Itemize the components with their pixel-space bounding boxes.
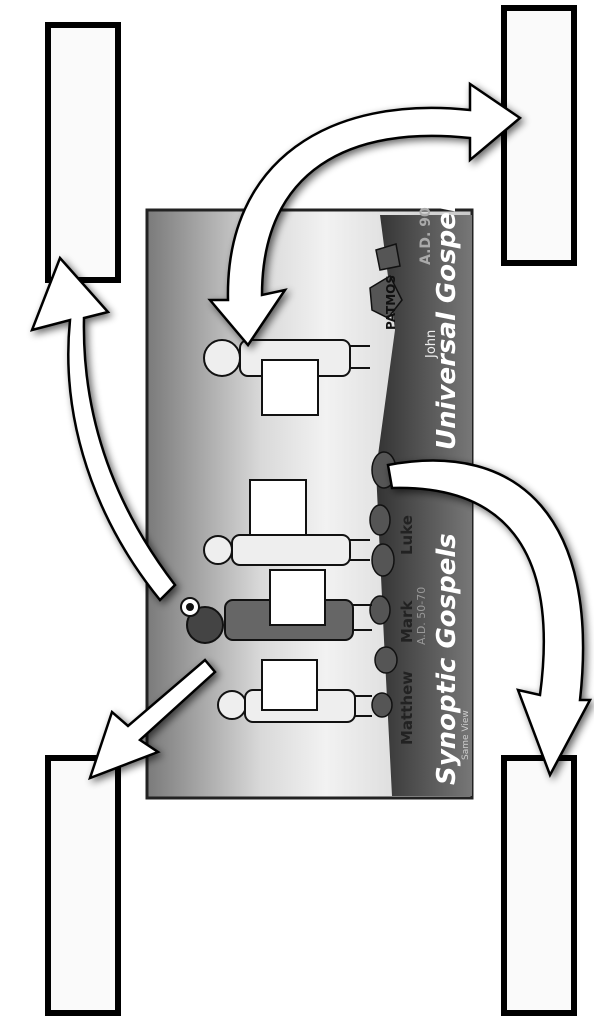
blank-box-bottom-left[interactable] bbox=[45, 755, 121, 1016]
label-mark: Mark bbox=[398, 600, 416, 643]
arrow-to-top-right bbox=[207, 81, 523, 348]
label-synoptic-gospels: Synoptic Gospels bbox=[432, 533, 462, 785]
label-patmos: PATMOS bbox=[384, 275, 398, 330]
ground bbox=[376, 215, 472, 796]
rocks bbox=[369, 243, 403, 718]
figure-mark bbox=[180, 569, 372, 644]
blank-box-top-right[interactable] bbox=[501, 5, 577, 266]
label-matthew: Matthew bbox=[398, 671, 416, 745]
figure-john bbox=[203, 339, 370, 416]
figure-matthew bbox=[217, 659, 372, 723]
arrow-to-top-left bbox=[29, 255, 177, 602]
label-same-view: Same View bbox=[461, 710, 471, 760]
label-luke: Luke bbox=[398, 515, 416, 555]
blank-box-bottom-right[interactable] bbox=[501, 755, 577, 1016]
label-john: John bbox=[424, 330, 439, 359]
label-dates-synoptic: A.D. 50-70 bbox=[415, 587, 428, 645]
blank-box-top-left[interactable] bbox=[45, 22, 121, 283]
arrows bbox=[29, 81, 593, 781]
arrow-to-bottom-left bbox=[87, 658, 217, 781]
label-date-john: A.D. 90 bbox=[418, 207, 434, 265]
gospel-illustration: Synoptic Gospels Universal Gospel Same V… bbox=[145, 202, 474, 800]
label-universal-gospel: Universal Gospel bbox=[432, 202, 462, 450]
arrow-to-bottom-right bbox=[386, 459, 593, 779]
figure-luke bbox=[203, 479, 370, 566]
